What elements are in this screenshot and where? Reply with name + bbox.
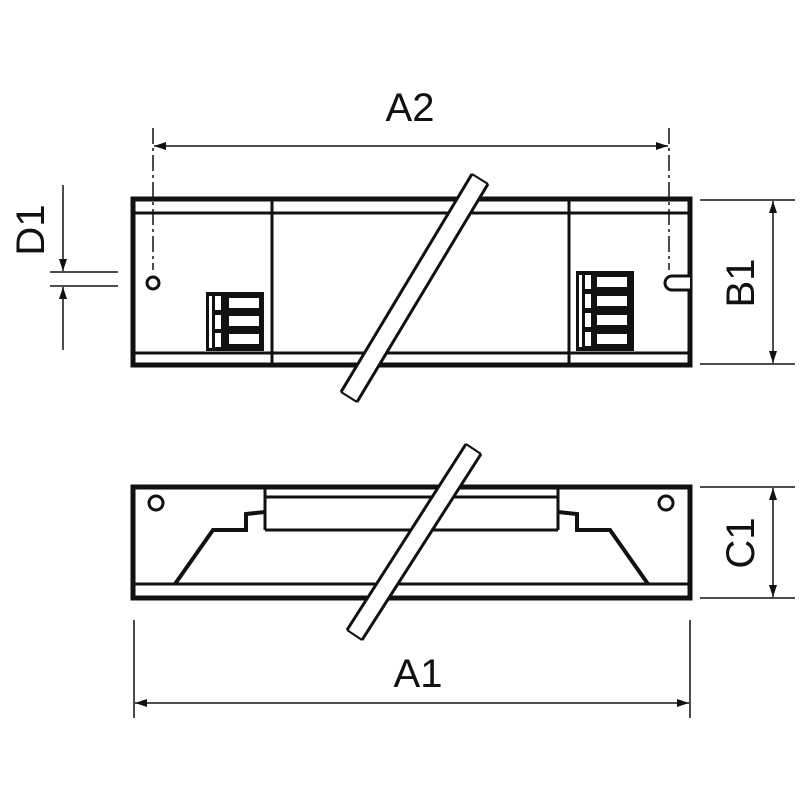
break-line-top [339, 173, 490, 403]
terminal-block-left [206, 292, 264, 351]
mounting-hole-left [147, 494, 165, 512]
profile-right [557, 510, 650, 586]
top-view [130, 173, 693, 403]
label-c1: C1 [719, 517, 763, 568]
side-view-outline [130, 484, 693, 601]
break-line-bottom [345, 443, 483, 641]
label-d1: D1 [9, 204, 53, 255]
mounting-hole-right [657, 494, 675, 512]
mounting-slot-right [663, 274, 690, 292]
label-b1: B1 [719, 259, 763, 308]
profile-left [173, 510, 266, 586]
label-a1: A1 [394, 652, 443, 696]
terminal-block-right [576, 271, 634, 351]
label-a2: A2 [386, 86, 435, 130]
side-view [130, 443, 693, 641]
mounting-hole-left [145, 275, 161, 291]
top-channel [263, 489, 560, 532]
